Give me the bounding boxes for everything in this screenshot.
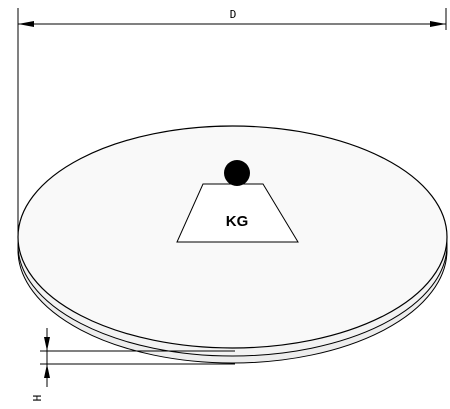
weight-ball-icon bbox=[224, 160, 250, 186]
diameter-label: D bbox=[230, 8, 237, 21]
diameter-arrow-left bbox=[18, 21, 34, 27]
height-arrow-top bbox=[44, 337, 50, 351]
diameter-dimension: D bbox=[17, 8, 447, 235]
height-dimension: H bbox=[31, 328, 235, 401]
height-arrow-bottom bbox=[44, 364, 50, 378]
height-label: H bbox=[31, 395, 44, 402]
diameter-arrow-right bbox=[430, 21, 446, 27]
weight-symbol: KG bbox=[176, 160, 299, 243]
weight-label: KG bbox=[226, 213, 249, 230]
platter bbox=[17, 125, 448, 364]
